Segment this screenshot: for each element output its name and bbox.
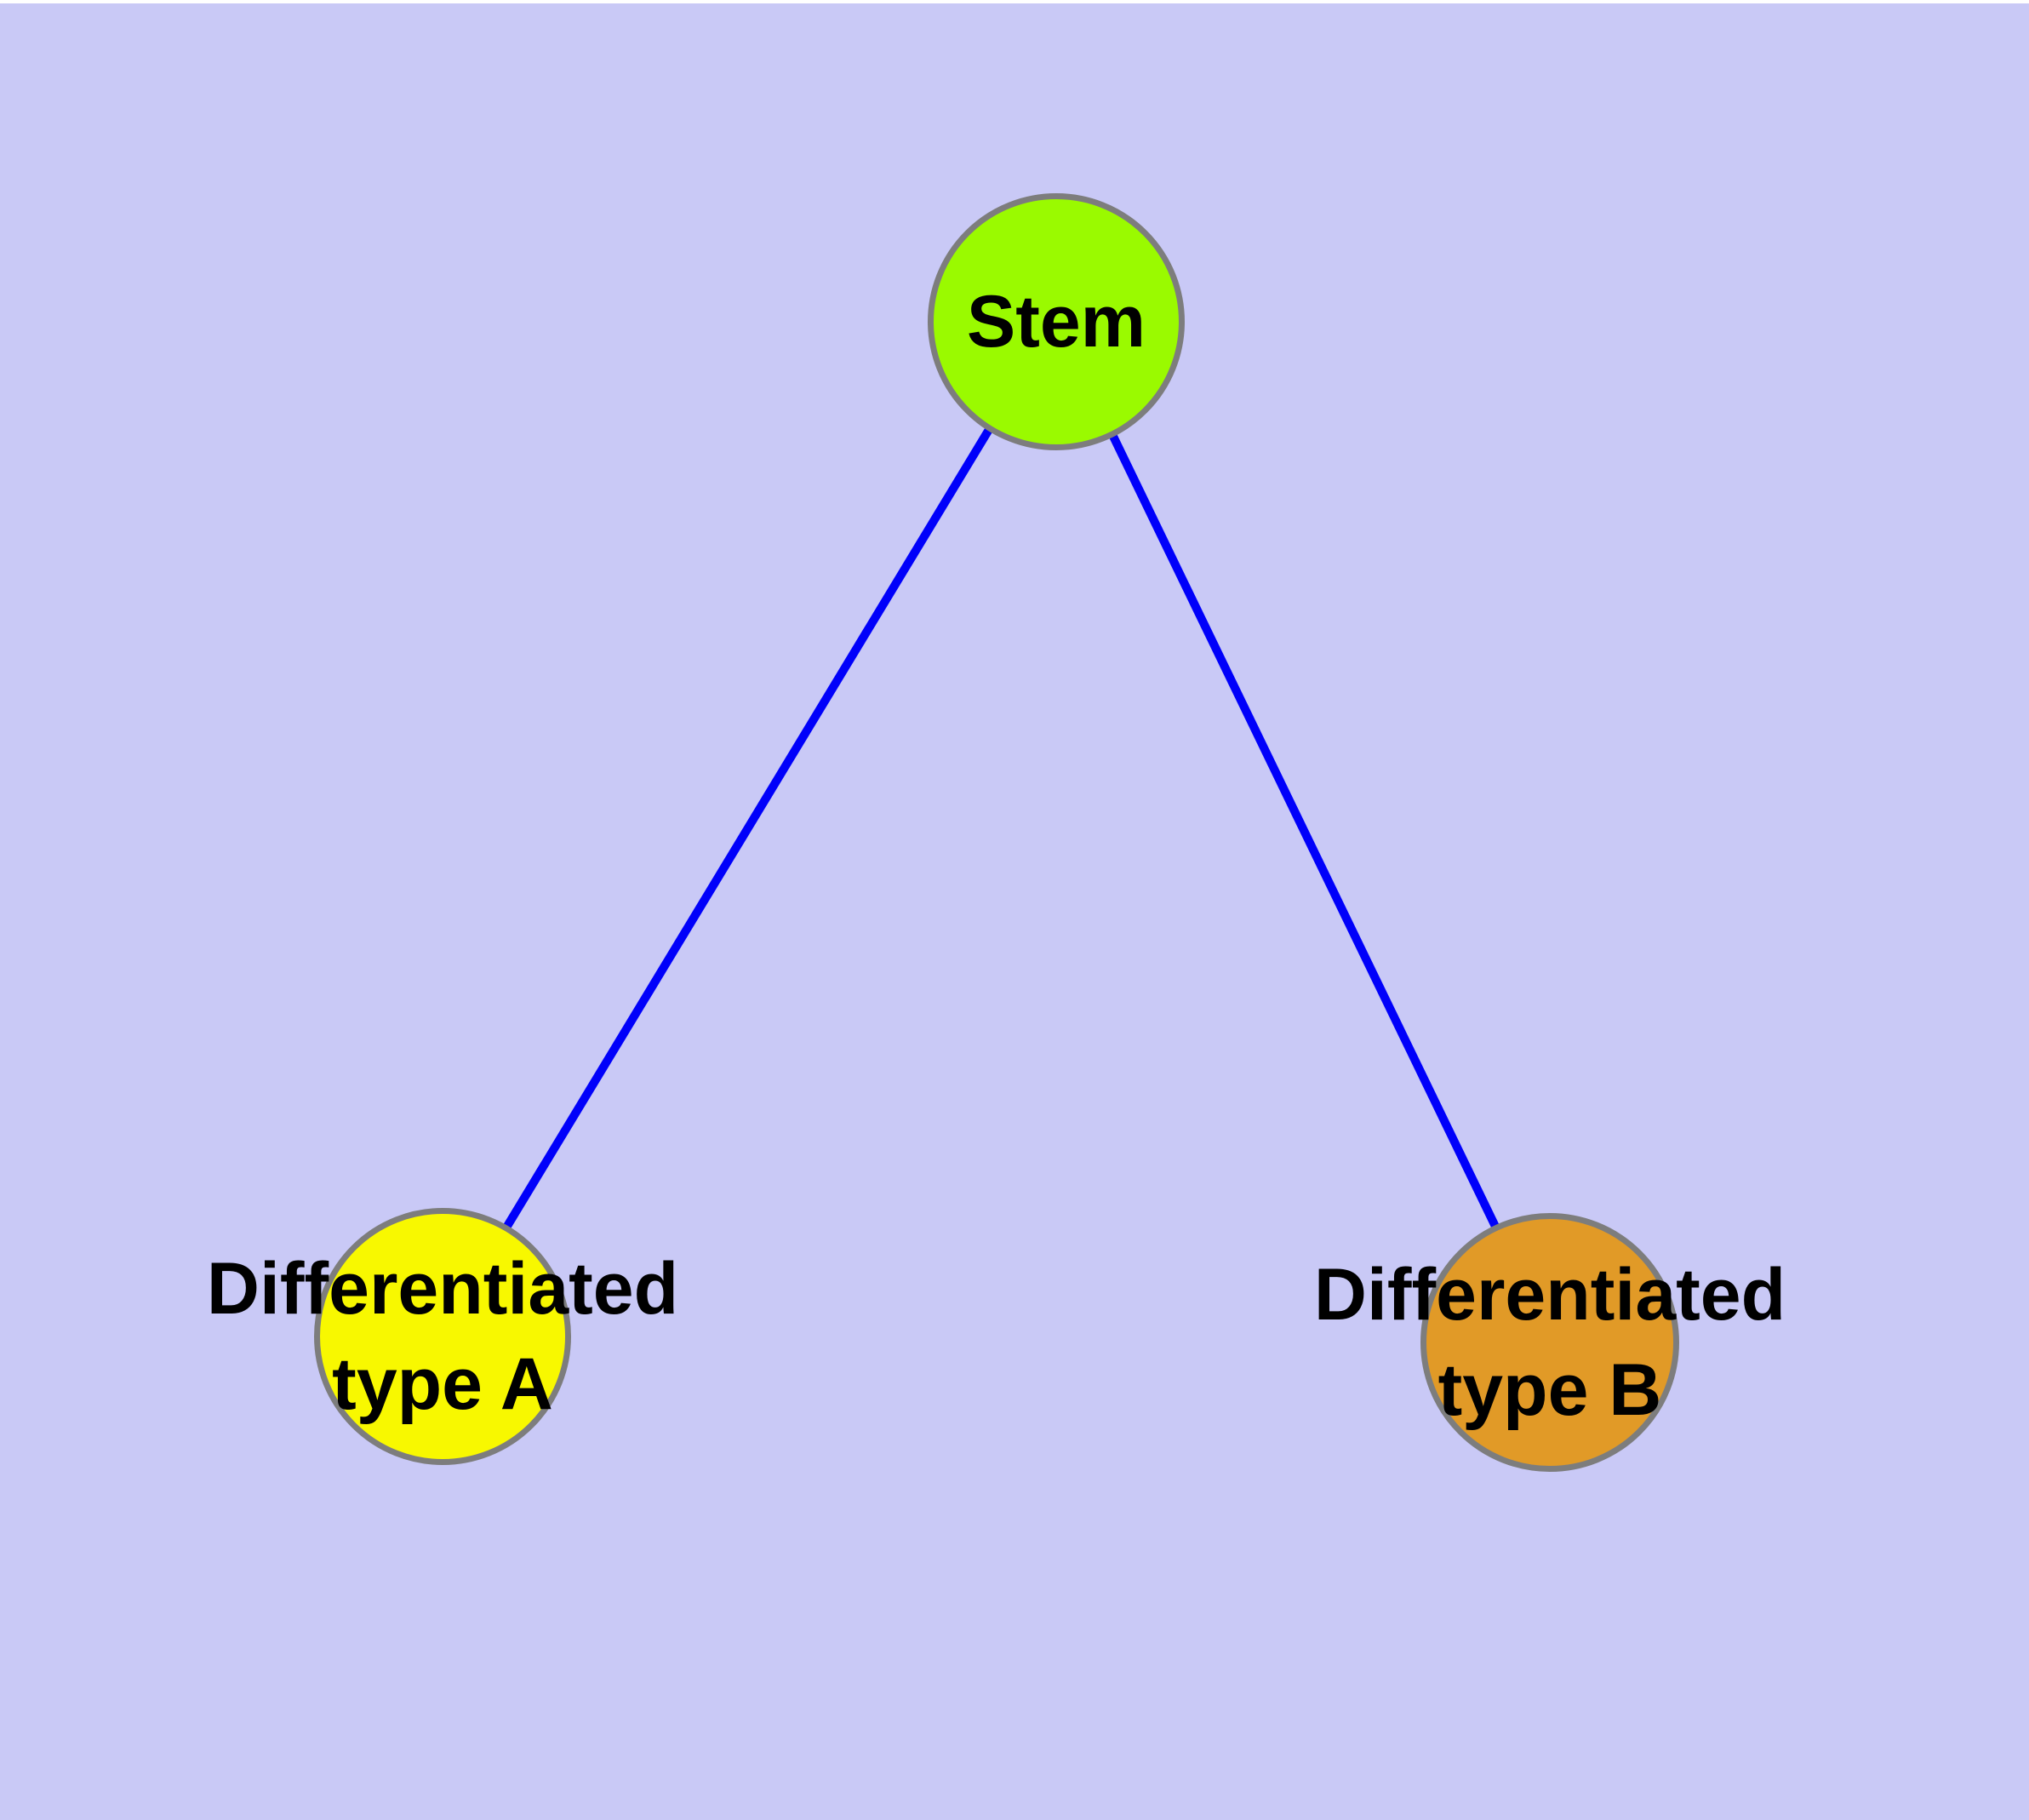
node-differentiated-type-a (314, 1208, 571, 1465)
node-differentiated-type-b (1420, 1213, 1679, 1472)
edge-stem-typeA (438, 316, 1060, 1336)
edge-stem-typeB (1052, 316, 1554, 1342)
node-stem (928, 193, 1185, 450)
